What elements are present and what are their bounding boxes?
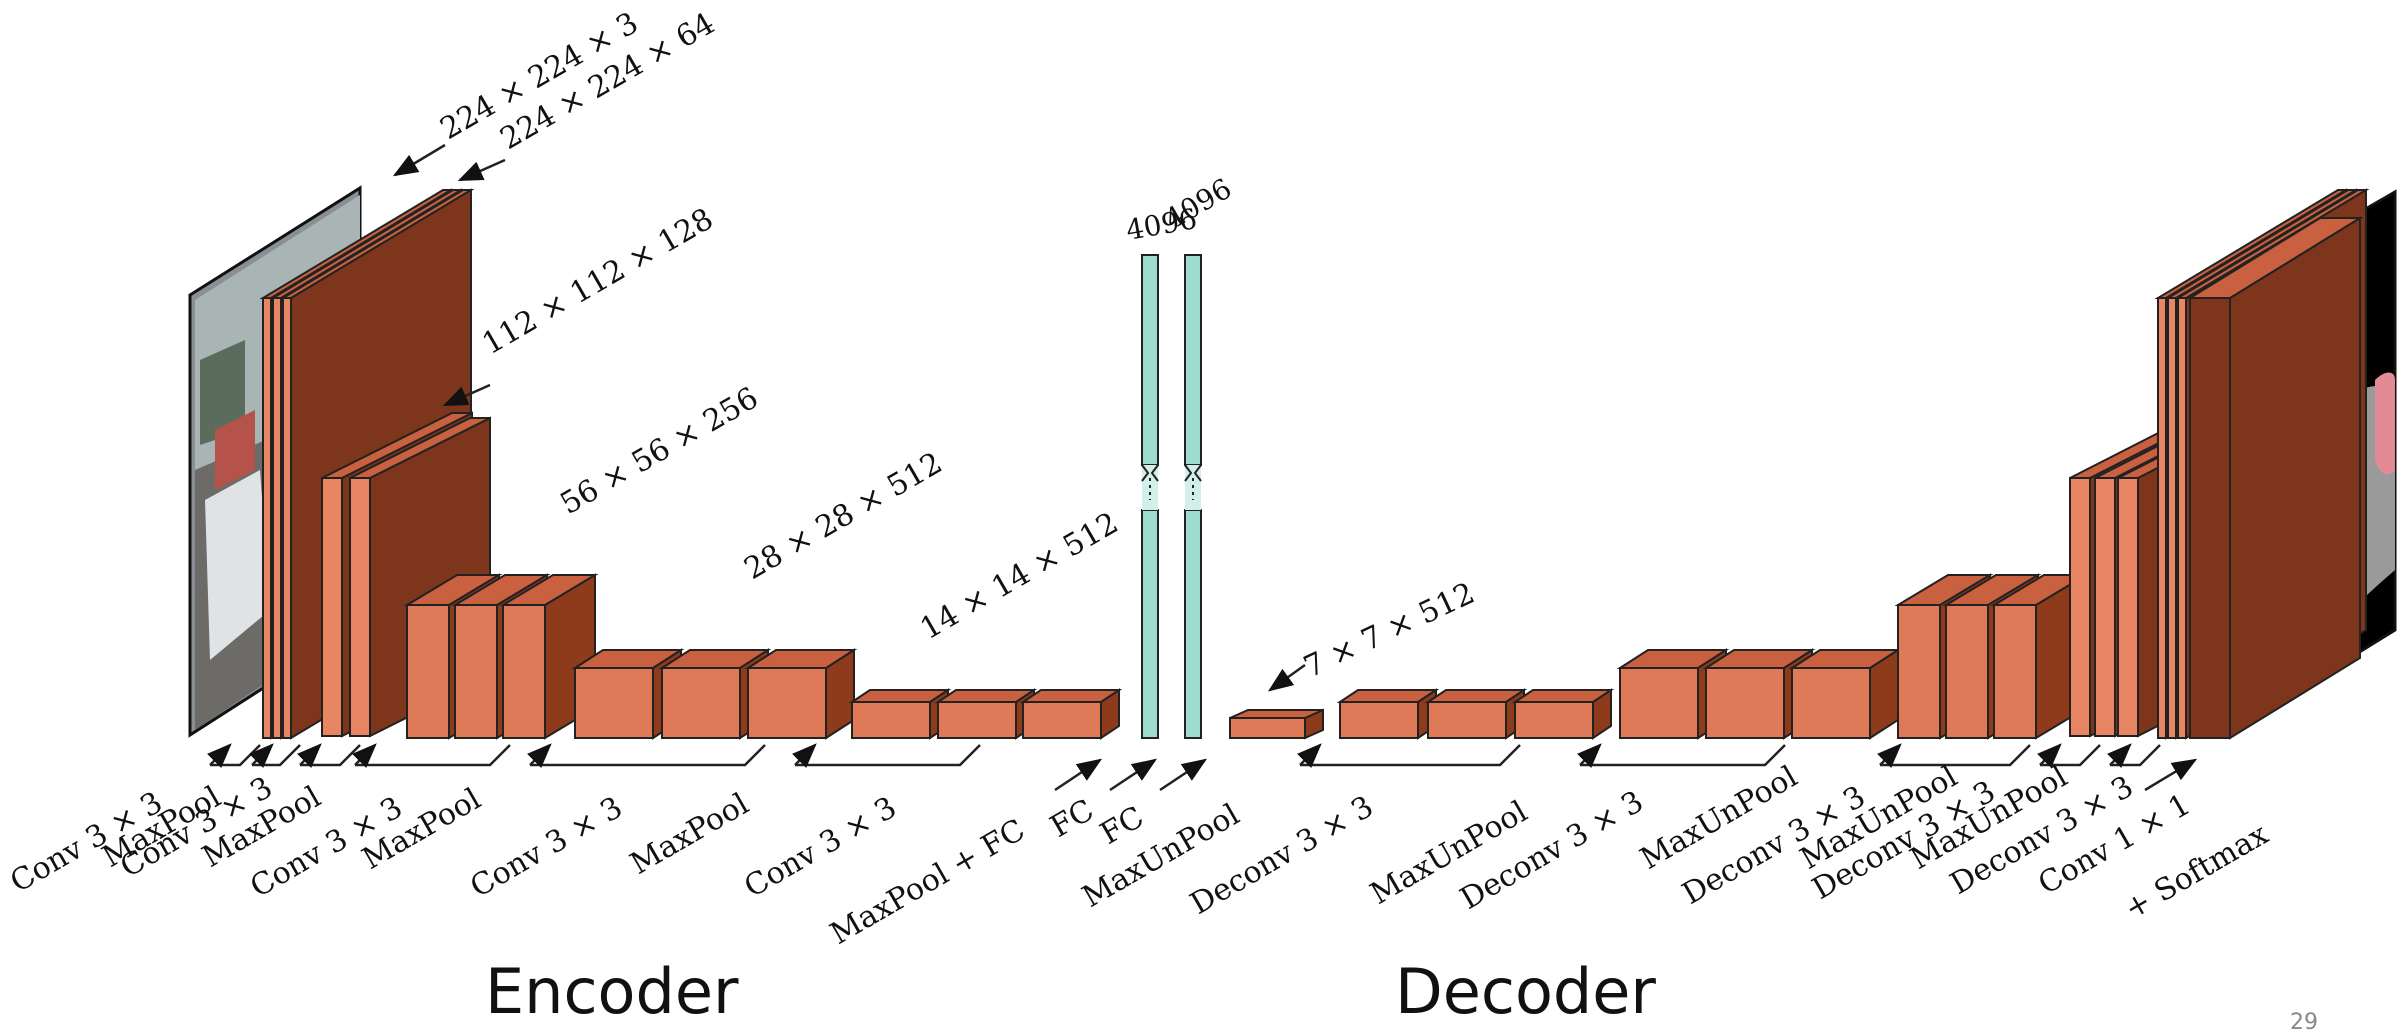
op-label: FC [1095, 800, 1150, 852]
bracket-conv2 [297, 743, 361, 768]
dim-arrow-bottleneck [1267, 663, 1306, 692]
dim-label-conv5: 14 × 14 × 512 [915, 506, 1125, 647]
dim-label-conv2: 112 × 112 × 128 [477, 202, 720, 362]
bracket-pool1 [249, 743, 301, 768]
bracket-deconv2 [1577, 743, 1786, 768]
decoder-stage1-block [1336, 688, 1440, 740]
dim-label-conv3: 56 × 56 × 256 [555, 381, 765, 522]
dim-label-conv4: 28 × 28 × 512 [739, 446, 949, 587]
fc-bar [1184, 254, 1202, 739]
decoder-stage2-block [1788, 648, 1902, 740]
bracket-deconv3 [1877, 743, 2031, 768]
page-number: 29 [2290, 1010, 2318, 1035]
op-label: MaxPool [625, 787, 755, 882]
decoder-stage1-block [1424, 688, 1528, 740]
op-arrow-maxpool-fc [1054, 758, 1103, 792]
encoder-stage5-block [1019, 688, 1123, 740]
bracket-conv4 [792, 743, 981, 768]
encoder-label: Encoder [485, 955, 739, 1028]
encoder-stage5-block [934, 688, 1038, 740]
bracket-conv3 [527, 743, 766, 768]
dim-arrow-conv2 [442, 383, 491, 407]
decoder-stage5-slab [2186, 216, 2364, 740]
op-arrow-fc2 [1159, 758, 1208, 792]
op-label: Conv 3 × 3 [739, 790, 903, 905]
op-label: FC [1045, 793, 1100, 845]
op-arrow-softmax [2144, 758, 2198, 792]
fc-layers [1141, 254, 1202, 739]
operation-brackets [207, 743, 2161, 768]
dim-arrow-input [392, 143, 446, 177]
dimension-arrows [392, 143, 2198, 792]
decoder-label: Decoder [1395, 955, 1656, 1028]
decoder-bottleneck-block [1229, 708, 1324, 740]
op-arrow-fc [1109, 758, 1158, 792]
decoder-stage1-block [1511, 688, 1615, 740]
operation-labels: Conv 3 × 3 MaxPool Conv 3 × 3 MaxPool Co… [5, 759, 2275, 952]
encoder-stage4-block [744, 648, 858, 740]
bracket-deconv1 [1297, 743, 1521, 768]
dim-arrow-conv1 [457, 158, 506, 182]
bracket-conv1 [207, 743, 261, 768]
fc-label-2: 4096 [1159, 172, 1237, 236]
encoder-stage5-block [848, 688, 952, 740]
dim-label-bottleneck: 7 × 7 × 512 [1299, 576, 1480, 685]
layer-blocks [259, 188, 2370, 740]
bracket-conv2b [352, 743, 511, 768]
fc-bar [1141, 254, 1159, 739]
bracket-deconv5 [2107, 743, 2161, 768]
bracket-deconv4 [2037, 743, 2101, 768]
op-label: Conv 3 × 3 [465, 790, 629, 905]
